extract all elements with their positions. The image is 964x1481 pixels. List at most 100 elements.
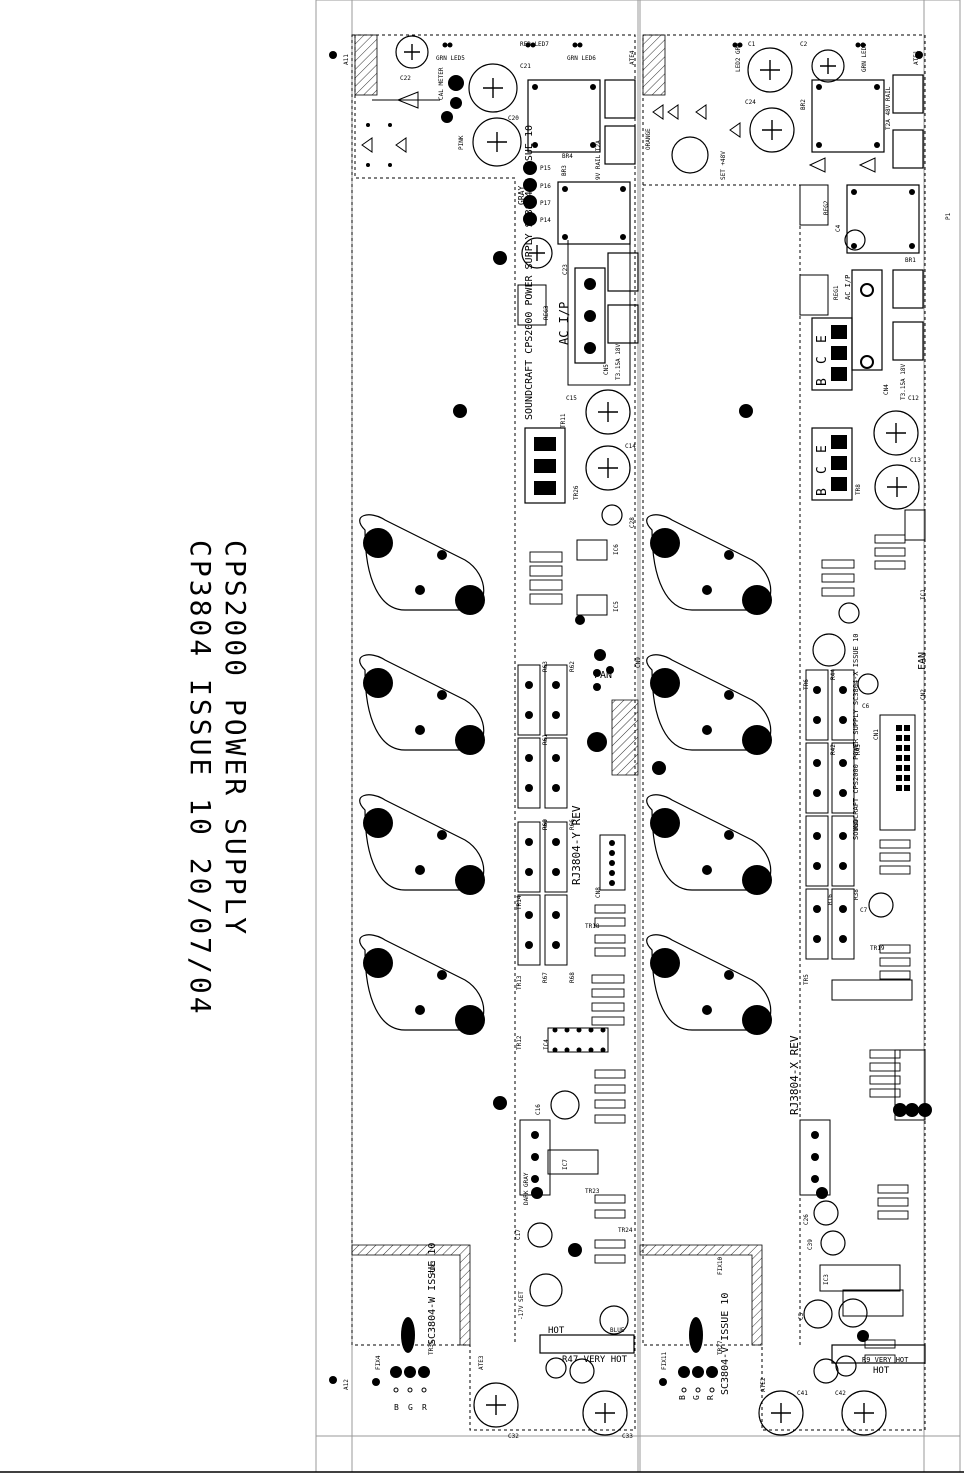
ref-p16: P16 (540, 183, 551, 190)
label-orange: ORANGE (645, 128, 652, 150)
ref-r43: R43 (855, 744, 862, 755)
mounting-holes (329, 51, 923, 1384)
ref-c1: C1 (748, 41, 756, 48)
label-a11: A11 (343, 54, 350, 65)
ref-led7: RED LED7 (520, 41, 549, 48)
ref-ic3: IC3 (823, 1274, 830, 1285)
wire-pads (441, 75, 932, 1342)
ref-c2: C2 (800, 41, 808, 48)
label-fan-x: FAN (917, 652, 928, 670)
ref-c24: C24 (745, 99, 756, 106)
ref-r16: R16 (827, 894, 834, 905)
ref-ic7: IC7 (562, 1159, 569, 1170)
label-rail-48v: T2A 48V RAIL (885, 86, 892, 130)
ref-tr24: TR24 (618, 1227, 633, 1234)
label-ac-ip-y: AC I/P (557, 302, 571, 345)
ref-c13: C13 (910, 457, 921, 464)
ref-tr8: TR8 (855, 484, 862, 495)
ref-p17: P17 (540, 200, 551, 207)
label-ate1: ATE1 (913, 50, 920, 65)
ref-tr14: TR14 (516, 895, 523, 910)
ref-tr26: TR26 (573, 485, 580, 500)
ref-c23: C23 (562, 264, 569, 275)
label-rj-y: RJ3804-Y REV (570, 805, 583, 885)
ref-c42: C42 (835, 1390, 846, 1397)
label-bce-3: E (815, 335, 830, 343)
label-set-48: SET +48V (720, 151, 727, 180)
power-transistors (524, 317, 853, 504)
label-bce-2: C (815, 356, 830, 364)
ref-c21: C21 (520, 63, 531, 70)
ref-c28: C28 (629, 517, 636, 528)
power-resistor-pads (525, 681, 847, 949)
ref-r62: R62 (569, 661, 576, 672)
label-bce-6: E (815, 445, 830, 453)
ref-br2: BR2 (800, 99, 807, 110)
ref-reg2: REG2 (823, 200, 830, 215)
label-fan-y: FAN (594, 670, 612, 681)
ref-r39: R39 (853, 819, 860, 830)
label-bce-4: B (815, 488, 830, 496)
ref-p14: P14 (540, 217, 551, 224)
label-tr27: TR27 (717, 1340, 724, 1355)
ref-c5: C5 (798, 1312, 805, 1320)
ref-r68: R68 (569, 972, 576, 983)
ref-tr6: TR6 (803, 679, 810, 690)
label-fix4: FIX4 (375, 1355, 382, 1370)
ref-r37: R37 (853, 819, 860, 830)
ref-r66: R66 (569, 819, 576, 830)
label-ate2: ATE2 (760, 1377, 767, 1392)
ref-tr5: TR5 (803, 974, 810, 985)
label-board-v: SC3804-V ISSUE 10 (720, 1293, 731, 1395)
label-set-17: -17V SET (518, 1291, 525, 1320)
label-board-w: SC3804-W ISSUE 10 (427, 1243, 438, 1345)
ref-reg1: REG1 (833, 285, 840, 300)
ref-cn9: CN9 (635, 657, 642, 668)
ref-tr18: TR18 (585, 923, 600, 930)
electrolytic-capacitors (395, 35, 920, 1436)
ref-ic4: IC4 (543, 1039, 550, 1050)
ref-ic6: IC6 (613, 544, 620, 555)
ref-c6: C6 (862, 703, 870, 710)
ref-p15: P15 (540, 165, 551, 172)
label-blue: BLUE (610, 1327, 625, 1334)
label-dark-gray: DARK GRAY (523, 1172, 530, 1205)
ref-cn4: CN4 (883, 384, 890, 395)
header-pads (531, 840, 819, 1183)
ref-c39: C39 (807, 1239, 814, 1250)
label-pink: PINK (458, 135, 465, 150)
label-bce-1: B (815, 378, 830, 386)
headers (517, 184, 926, 1196)
hatched-keepouts (351, 34, 763, 1346)
ref-r67: R67 (542, 972, 549, 983)
ref-tr11: TR11 (560, 413, 567, 428)
power-resistors (517, 664, 855, 966)
label-fuse-x: T3.15A 18V (900, 363, 907, 400)
bridge-rectifiers (527, 79, 920, 254)
label-g-v: G (692, 1395, 701, 1400)
label-hot-v: HOT (873, 1366, 890, 1376)
label-bce-5: C (815, 466, 830, 474)
ref-led5: GRN LED5 (436, 55, 465, 62)
label-board-y: SOUNDCRAFT CPS2000 POWER SUPPLY SC3804-Y… (524, 125, 535, 420)
ref-r69: R69 (542, 819, 549, 830)
ref-r44: R44 (830, 669, 837, 680)
label-b-w: B (394, 1403, 399, 1412)
ref-cn2: CN2 (920, 689, 927, 700)
ref-cn5: CN5 (603, 364, 610, 375)
ref-br3: BR3 (561, 165, 568, 176)
diodes (361, 91, 876, 173)
label-fix3: FIX3 (430, 1260, 437, 1275)
label-tr31: TR31 (428, 1340, 435, 1355)
led-sockets (372, 1317, 718, 1393)
label-g-w: G (408, 1403, 413, 1412)
label-board-x: SOUNDCRAFT CPS2000 POWER SUPPLY SC3804-X… (852, 633, 860, 840)
label-fix11: FIX11 (661, 1352, 668, 1370)
ref-br1: BR1 (905, 257, 916, 264)
label-rail-9v: 9V RAIL T2A (595, 140, 602, 180)
ref-tr12: TR12 (516, 1035, 523, 1050)
ref-c14: C14 (625, 443, 636, 450)
ref-c22: C22 (400, 75, 411, 82)
label-ate4: ATE4 (629, 50, 636, 65)
